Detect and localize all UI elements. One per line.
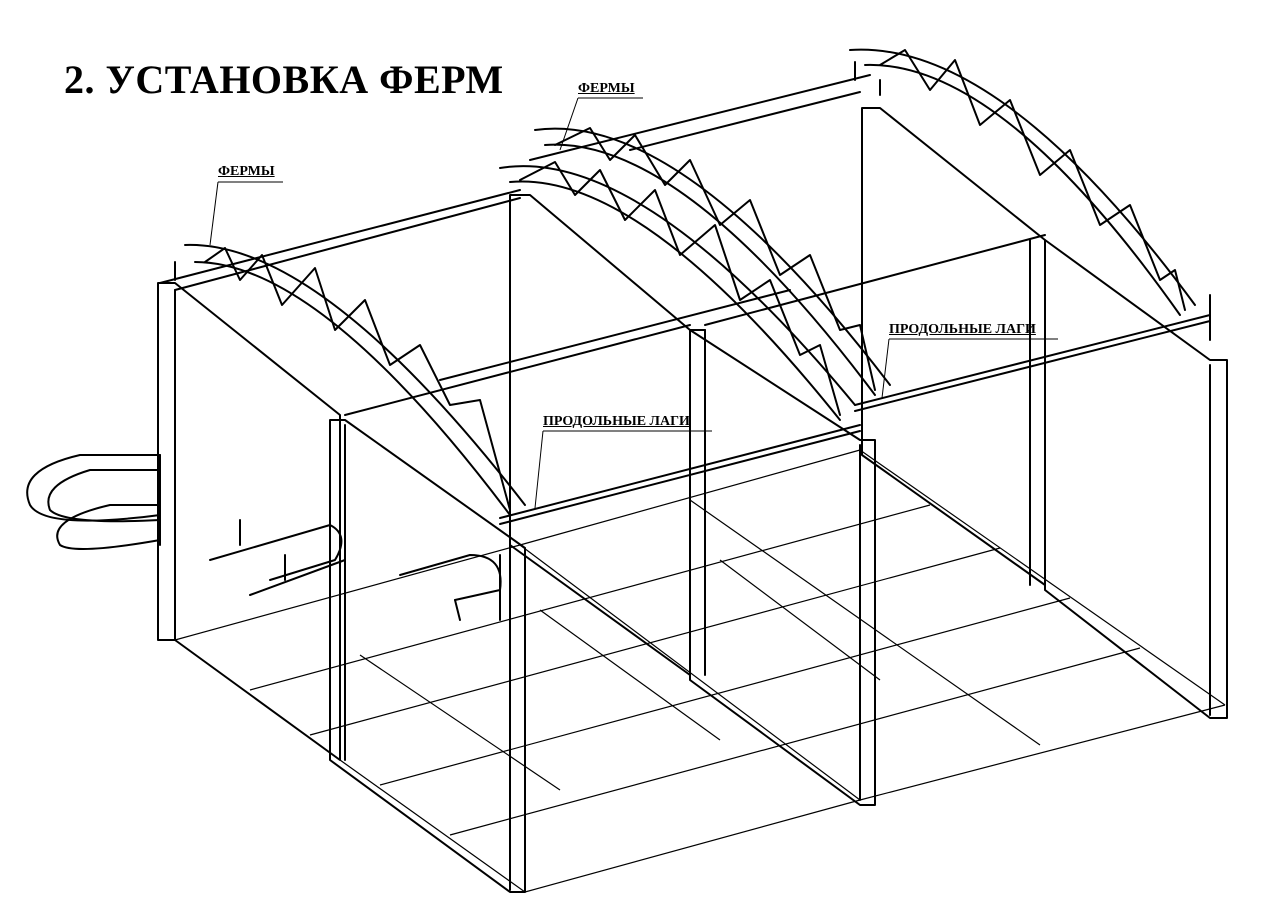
- floor-frame: [174, 449, 1226, 893]
- label-purlins-middle: ПРОДОЛЬНЫЕ ЛАГИ: [543, 414, 690, 429]
- side-frames: [157, 74, 1228, 893]
- label-trusses-top: ФЕРМЫ: [578, 81, 635, 96]
- label-purlins-right: ПРОДОЛЬНЫЕ ЛАГИ: [889, 322, 1036, 337]
- page-title: 2. УСТАНОВКА ФЕРМ: [64, 57, 504, 102]
- leader-lines: [209, 97, 1058, 509]
- post-caps: [174, 61, 1211, 341]
- label-trusses-left: ФЕРМЫ: [218, 164, 275, 179]
- bike-racks: [26, 454, 502, 621]
- trusses: [184, 48, 1196, 516]
